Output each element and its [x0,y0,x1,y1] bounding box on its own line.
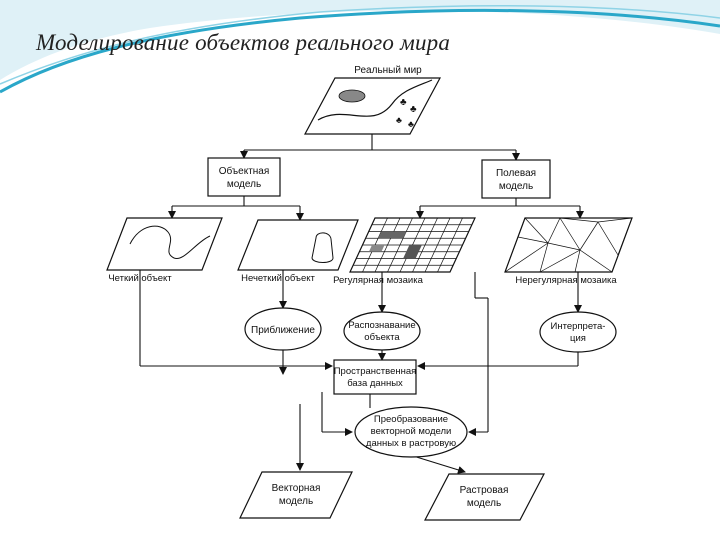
conversion-label-line1: Преобразование [374,414,448,425]
header-wave-band [0,0,720,80]
recognition-label-line1: Распознавание [348,320,415,331]
interpretation-label-line1: Интерпрета- [551,321,606,332]
approximation-node: Приближение [244,307,322,351]
crisp-object-node: Четкий объект [106,217,223,284]
conversion-label-line2: векторной модели [371,426,452,437]
spatial-database-label-line1: Пространственная [334,366,417,377]
vector-model-label-line1: Векторная [272,483,321,494]
svg-text:♣: ♣ [400,97,407,108]
real-world-node: Реальный мир ♣ ♣ ♣ ♣ [303,65,442,135]
irregular-mosaic-node: Нерегулярная мозаика [504,217,633,286]
vector-model-label-line2: модель [279,496,313,507]
connectors [139,134,584,474]
fuzzy-object-node: Нечеткий объект [237,219,359,284]
vector-model-node: Векторная модель [239,471,353,519]
raster-model-label-line1: Растровая [460,485,509,496]
object-model-node: Объектная модель [207,157,281,197]
svg-text:♣: ♣ [408,119,414,129]
recognition-node: Распознавание объекта [343,311,421,351]
conversion-label-line3: данных в растровую [366,438,456,449]
recognition-label-line2: объекта [364,332,400,343]
fuzzy-object-label: Нечеткий объект [241,273,315,284]
field-model-label-line2: модель [499,181,533,192]
slide-title: Моделирование объектов реального мира [36,30,451,55]
interpretation-label-line2: ция [570,333,586,344]
raster-model-node: Растровая модель [424,473,545,521]
spatial-database-label-line2: база данных [347,378,403,389]
regular-mosaic-node: Регулярная мозаика [333,217,476,286]
field-model-node: Полевая модель [481,159,551,199]
irregular-mosaic-label: Нерегулярная мозаика [515,275,617,286]
approximation-label: Приближение [251,324,315,336]
svg-text:♣: ♣ [396,115,402,125]
field-model-label-line1: Полевая [496,168,536,179]
header-wave-line [0,8,720,94]
vector-to-raster-node: Преобразование векторной модели данных в… [354,406,468,458]
spatial-database-node: Пространственная база данных [333,359,417,395]
real-world-label: Реальный мир [354,65,422,76]
regular-mosaic-label: Регулярная мозаика [333,275,424,286]
raster-model-label-line2: модель [467,498,501,509]
object-model-label-line2: модель [227,179,261,190]
header-wave-line-thin [0,5,720,85]
object-model-label-line1: Объектная [219,165,270,177]
crisp-object-label: Четкий объект [108,273,172,284]
svg-text:♣: ♣ [410,104,417,115]
interpretation-node: Интерпрета- ция [539,311,617,353]
